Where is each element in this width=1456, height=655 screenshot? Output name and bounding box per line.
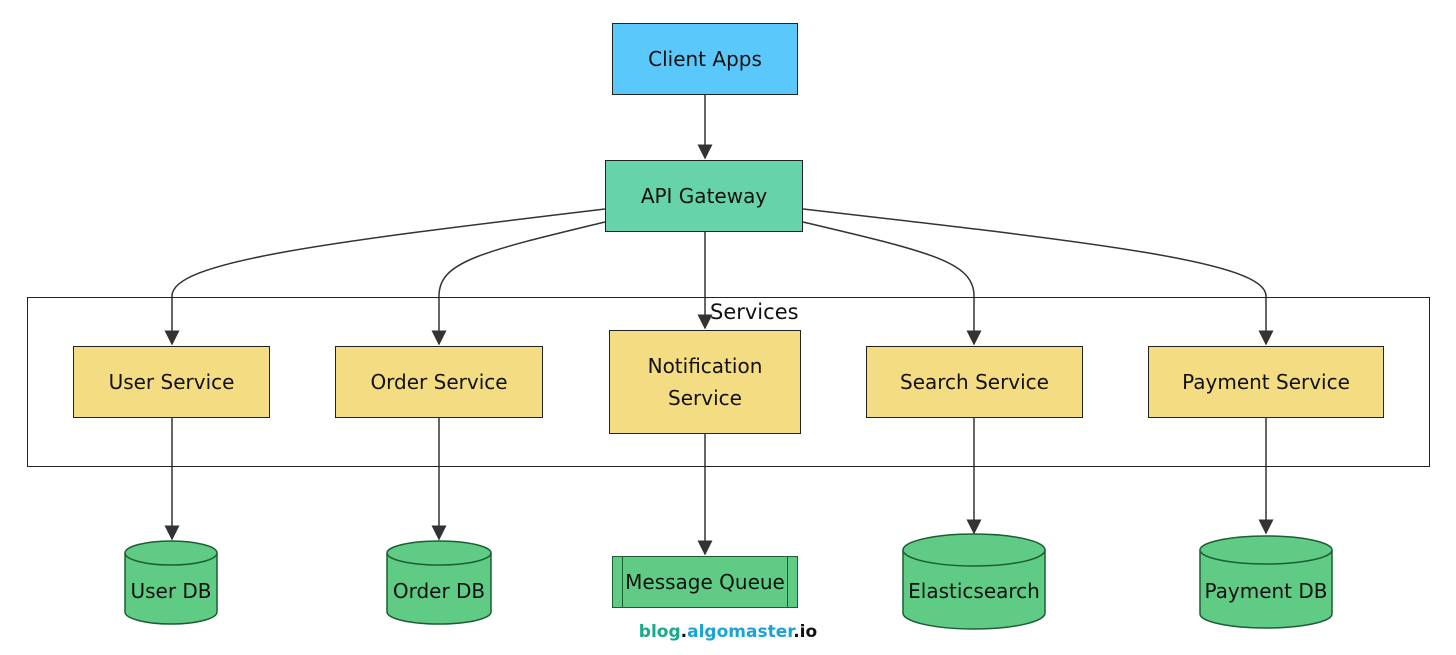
api-gateway-node[interactable]: API Gateway	[605, 160, 803, 232]
elasticsearch-label: Elasticsearch	[908, 579, 1040, 603]
payment-db-label: Payment DB	[1204, 579, 1328, 603]
queue-right-bar	[787, 557, 788, 607]
message-queue-label: Message Queue	[625, 570, 785, 594]
order-db-label: Order DB	[392, 579, 486, 603]
user-db-cylinder	[124, 540, 218, 625]
order-db-cylinder	[386, 540, 492, 625]
user-service-label: User Service	[108, 370, 235, 394]
message-queue-node[interactable]: Message Queue	[612, 556, 798, 608]
user-service-node[interactable]: User Service	[73, 346, 270, 418]
payment-service-label: Payment Service	[1182, 370, 1350, 394]
elasticsearch-cylinder	[902, 533, 1046, 630]
notification-service-node[interactable]: Notification Service	[609, 330, 801, 434]
search-service-label: Search Service	[900, 370, 1049, 394]
client-apps-node[interactable]: Client Apps	[612, 23, 798, 95]
site-watermark: blog.algomaster.io	[0, 622, 1456, 642]
edge-gateway-order	[431, 221, 606, 346]
edge-gateway-payment	[802, 208, 1274, 346]
notification-service-label: Notification Service	[647, 354, 763, 410]
payment-db-cylinder	[1199, 535, 1333, 629]
user-db-label: User DB	[130, 579, 212, 603]
edge-gateway-search	[802, 221, 982, 346]
watermark-dot-1: .	[680, 622, 688, 642]
search-service-node[interactable]: Search Service	[866, 346, 1083, 418]
order-service-node[interactable]: Order Service	[335, 346, 543, 418]
queue-left-bar	[622, 557, 623, 607]
client-apps-label: Client Apps	[648, 47, 762, 71]
payment-service-node[interactable]: Payment Service	[1148, 346, 1384, 418]
edge-gateway-user	[164, 208, 606, 346]
services-group-boundary	[27, 297, 1430, 467]
watermark-blog: blog	[638, 622, 681, 642]
watermark-io: io	[799, 622, 818, 642]
order-service-label: Order Service	[370, 370, 508, 394]
watermark-algomaster: algomaster	[687, 622, 794, 642]
services-group-label: Services	[710, 300, 799, 324]
watermark-dot-2: .	[793, 622, 800, 642]
api-gateway-label: API Gateway	[640, 184, 768, 208]
